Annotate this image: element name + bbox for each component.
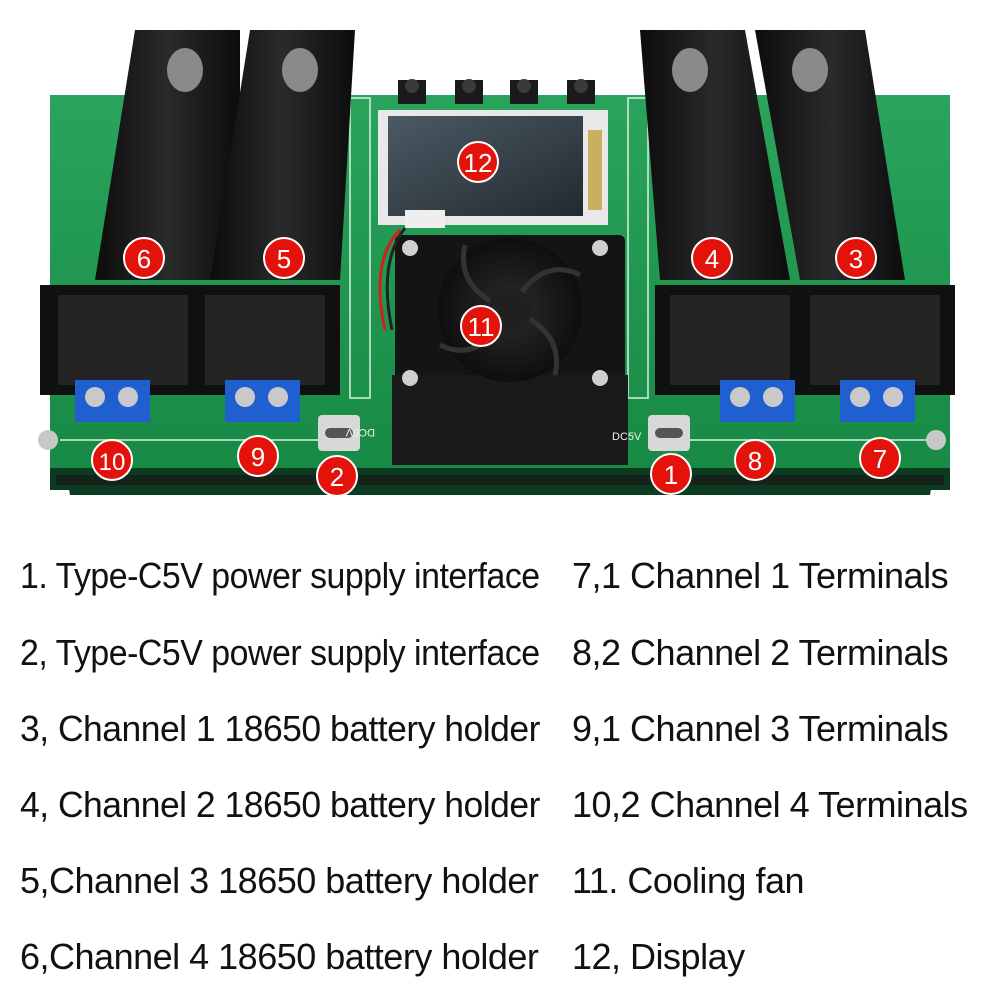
callout-2: 2 [316,455,358,497]
legend-item-3: 3, Channel 1 18650 battery holder [20,708,540,749]
battery-holder-4 [640,30,805,395]
terminal-9 [225,380,300,422]
svg-text:12: 12 [464,148,493,178]
callout-1: 1 [650,453,692,495]
dc5v-label-left: DC5V [345,426,375,438]
lcd-display [378,110,608,225]
legend-item-7: 7,1 Channel 1 Terminals [572,555,949,596]
svg-text:10: 10 [99,449,126,476]
svg-text:7: 7 [873,444,887,474]
legend-item-1: 1. Type-C5V power supply interface [20,555,540,596]
callout-3: 3 [835,237,877,279]
terminal-7 [840,380,915,422]
legend-item-5: 5,Channel 3 18650 battery holder [20,860,539,901]
legend-item-9: 9,1 Channel 3 Terminals [572,708,949,749]
legend-item-11: 11. Cooling fan [572,860,805,901]
svg-text:4: 4 [705,244,719,274]
callout-8: 8 [734,439,776,481]
legend: 1. Type-C5V power supply interface 2, Ty… [0,540,1000,1000]
svg-text:2: 2 [330,462,344,492]
callout-12: 12 [457,141,499,183]
svg-text:1: 1 [664,460,678,490]
screw-icon [926,430,946,450]
battery-holder-5 [190,30,355,395]
cooling-fan [378,210,628,465]
callout-10: 10 [91,439,133,481]
dc5v-label-right: DC5V [612,431,642,443]
svg-text:6: 6 [137,244,151,274]
callout-11: 11 [460,305,502,347]
callout-6: 6 [123,237,165,279]
screw-icon [38,430,58,450]
svg-text:3: 3 [849,244,863,274]
battery-holder-3 [755,30,955,395]
terminal-8 [720,380,795,422]
svg-text:8: 8 [748,446,762,476]
usb-c-port-2 [318,415,360,451]
callout-9: 9 [237,435,279,477]
callout-4: 4 [691,237,733,279]
battery-holder-6 [40,30,240,395]
callout-5: 5 [263,237,305,279]
tactile-buttons [398,79,595,104]
usb-c-port-1 [648,415,690,451]
legend-item-8: 8,2 Channel 2 Terminals [572,632,949,673]
callout-7: 7 [859,437,901,479]
svg-text:11: 11 [468,312,495,342]
svg-text:9: 9 [251,442,265,472]
legend-item-2: 2, Type-C5V power supply interface [20,632,540,673]
terminal-10 [75,380,150,422]
svg-text:5: 5 [277,244,291,274]
legend-item-12: 12, Display [572,936,745,977]
legend-item-4: 4, Channel 2 18650 battery holder [20,784,540,825]
legend-item-6: 6,Channel 4 18650 battery holder [20,936,539,977]
battery-tester-board-photo: DC5V DC5V 12 6 5 4 3 11 10 9 2 1 8 7 [38,30,955,497]
legend-item-10: 10,2 Channel 4 Terminals [572,784,968,825]
